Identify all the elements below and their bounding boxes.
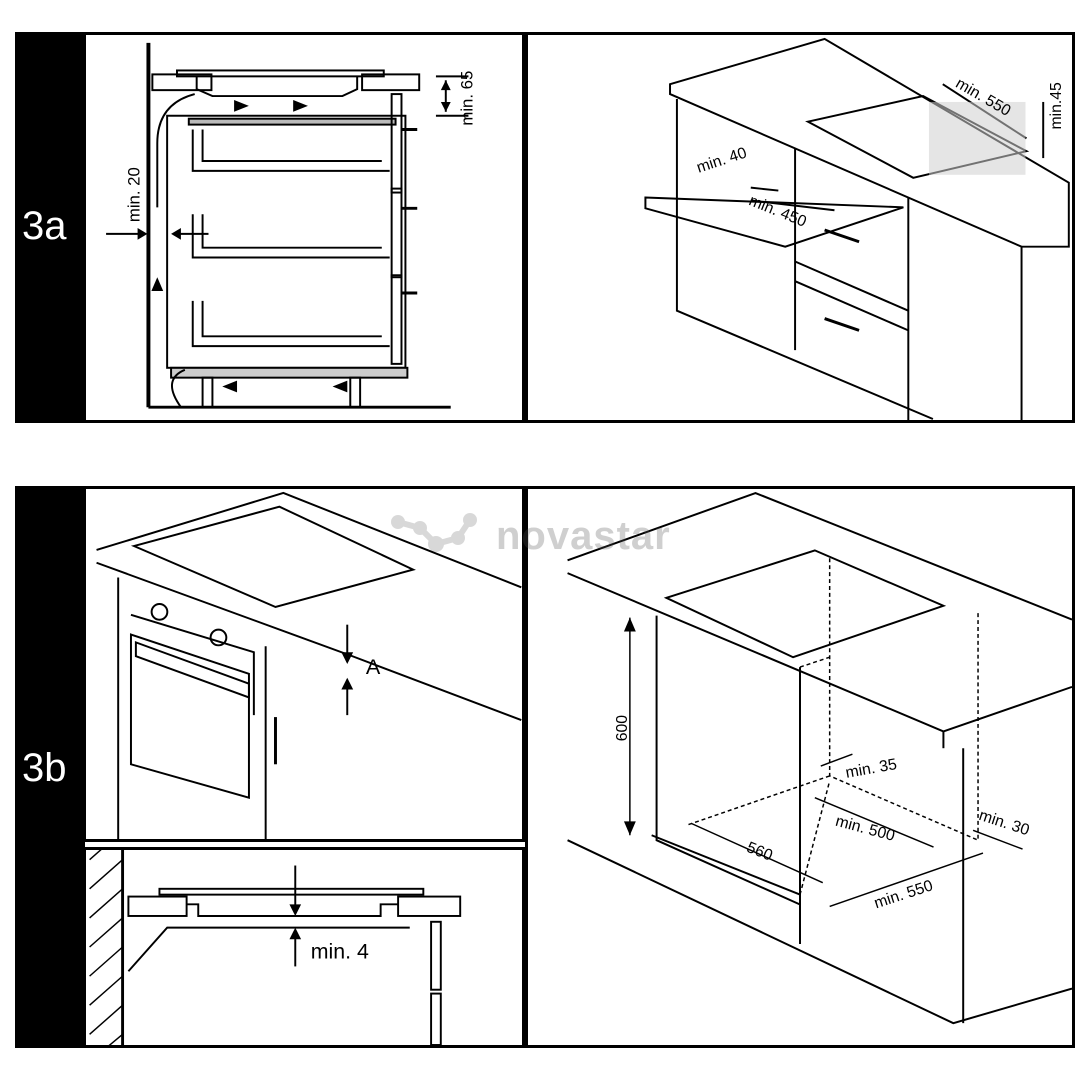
figure-3b-label: 3b	[22, 746, 67, 790]
fig3b-dim-a: A	[366, 654, 381, 679]
fig3a-cutout-perspective: min. 550 min.45 min. 40 min. 450	[525, 32, 1075, 423]
fig3b-niche-dimensions: 600 min. 35 min. 500 min. 30 560 min. 55…	[525, 486, 1075, 1048]
fig3b-oven-under-hob: A	[83, 486, 525, 842]
fig3a-cutout-drawing: min. 550 min.45 min. 40 min. 450	[644, 37, 1070, 420]
fig3a-ventilation-section: min. 65 min. 20	[83, 32, 525, 423]
fig3b-oven-drawing: A	[96, 491, 522, 839]
watermark-logo: novastar	[388, 508, 708, 564]
molecule-logo-icon	[391, 513, 477, 552]
fig3a-dim-cut-width: min. 450	[746, 192, 809, 230]
figure-3b-band	[15, 486, 85, 1048]
fig3b-hob-clearance-section: min. 4	[83, 847, 525, 1048]
figure-3a-label: 3a	[22, 204, 67, 248]
fig3b-dim-width: 560	[744, 839, 775, 865]
fig3b-dim-width-min: min. 550	[872, 877, 935, 912]
fig3b-niche-drawing: 600 min. 35 min. 500 min. 30 560 min. 55…	[567, 491, 1072, 1025]
fig3b-dim-side: min. 35	[844, 756, 898, 782]
fig3a-dim-worktop: min.45	[1048, 82, 1065, 130]
figure-3a-band	[15, 32, 85, 423]
fig3a-dim-wall-gap: min. 20	[125, 167, 144, 222]
fig3a-ventilation-drawing: min. 65 min. 20	[106, 42, 476, 409]
watermark-text: novastar	[496, 514, 671, 558]
fig3b-clearance-drawing: min. 4	[89, 850, 462, 1045]
fig3b-dim-depth: min. 500	[834, 813, 897, 845]
fig3b-dim-height: 600	[614, 715, 631, 742]
fig3a-dim-front: min. 40	[695, 144, 750, 176]
fig3b-dim-hob-clearance: min. 4	[311, 940, 369, 964]
fig3a-dim-hob-gap: min. 65	[457, 71, 476, 126]
